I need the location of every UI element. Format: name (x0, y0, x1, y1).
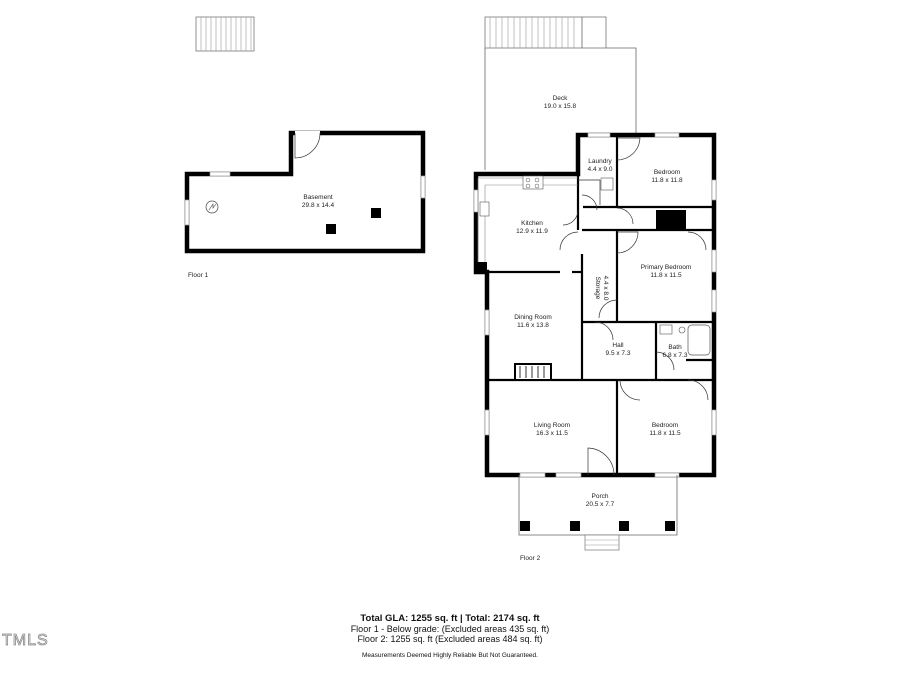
measurement-disclaimer: Measurements Deemed Highly Reliable But … (362, 652, 538, 659)
total-area-summary: Total GLA: 1255 sq. ft | Total: 2174 sq.… (360, 613, 540, 624)
room-size-deck: 19.0 x 15.8 (544, 103, 577, 110)
basement-stairs (195, 16, 255, 52)
room-size-hall: 9.5 x 7.3 (606, 350, 631, 357)
porch (518, 475, 678, 551)
water-heater-icon (205, 200, 219, 214)
kitchen-counters (476, 175, 578, 272)
room-name-laundry: Laundry (588, 158, 612, 165)
main-exterior-walls (473, 132, 717, 478)
room-size-porch: 20.5 x 7.7 (586, 501, 615, 508)
room-size-bath: 6.8 x 7.3 (663, 352, 688, 359)
tmls-logo: TMLS (2, 632, 49, 650)
washer-icon (600, 177, 614, 191)
fireplace-icon (514, 363, 552, 381)
room-size-dining-room: 11.6 x 13.8 (517, 322, 549, 329)
room-name-bedroom-2: Bedroom (652, 422, 678, 429)
porch-steps (584, 534, 620, 551)
room-name-porch: Porch (592, 493, 609, 500)
deck (484, 16, 637, 170)
windows (473, 132, 717, 478)
support-post (371, 208, 381, 218)
room-name-living-room: Living Room (534, 422, 570, 429)
room-name-kitchen: Kitchen (521, 220, 543, 227)
window (209, 171, 231, 177)
room-name-dining-room: Dining Room (514, 314, 552, 321)
room-size-bedroom-2: 11.8 x 11.5 (649, 430, 681, 437)
window (184, 199, 190, 226)
toilet-icon (678, 326, 686, 334)
room-size-laundry: 4.4 x 9.0 (588, 166, 613, 173)
room-name-hall: Hall (612, 342, 624, 349)
fridge-block (476, 262, 487, 272)
floor-1-label: Floor 1 (188, 272, 209, 279)
bathtub-icon (687, 324, 711, 356)
basement-door-opening (295, 131, 320, 136)
room-size-bedroom-1: 11.8 x 11.8 (651, 177, 683, 184)
room-name-storage: Storage (594, 277, 601, 300)
basement-door (294, 132, 321, 159)
room-size-kitchen: 12.9 x 11.9 (516, 228, 548, 235)
room-name-bath: Bath (668, 344, 682, 351)
interior-walls (487, 135, 714, 475)
sink-icon (659, 324, 673, 335)
basement-walls (184, 130, 426, 254)
support-post (326, 224, 336, 234)
room-name-bedroom-1: Bedroom (654, 169, 680, 176)
room-size-basement: 29.8 x 14.4 (302, 202, 335, 209)
room-size-living-room: 16.3 x 11.5 (536, 430, 568, 437)
floor-1-plan: Basement 29.8 x 14.4 Floor 1 (184, 16, 426, 279)
closet-block (656, 210, 686, 230)
stove-icon (522, 175, 544, 190)
floor-1-area-note: Floor 1 - Below grade: (Excluded areas 4… (350, 624, 550, 634)
doors (559, 137, 709, 476)
floor-2-label: Floor 2 (520, 555, 541, 562)
room-size-primary-bedroom: 11.8 x 11.5 (650, 272, 682, 279)
sink-icon (479, 201, 490, 217)
room-name-primary-bedroom: Primary Bedroom (641, 264, 692, 271)
window (420, 175, 426, 199)
room-name-basement: Basement (303, 194, 332, 201)
room-name-deck: Deck (553, 95, 569, 102)
floor-2-plan: Deck 19.0 x 15.8 (473, 16, 717, 562)
room-size-storage: 4.4 x 8.0 (602, 276, 609, 301)
floor-2-area-note: Floor 2: 1255 sq. ft (Excluded areas 484… (357, 634, 543, 644)
